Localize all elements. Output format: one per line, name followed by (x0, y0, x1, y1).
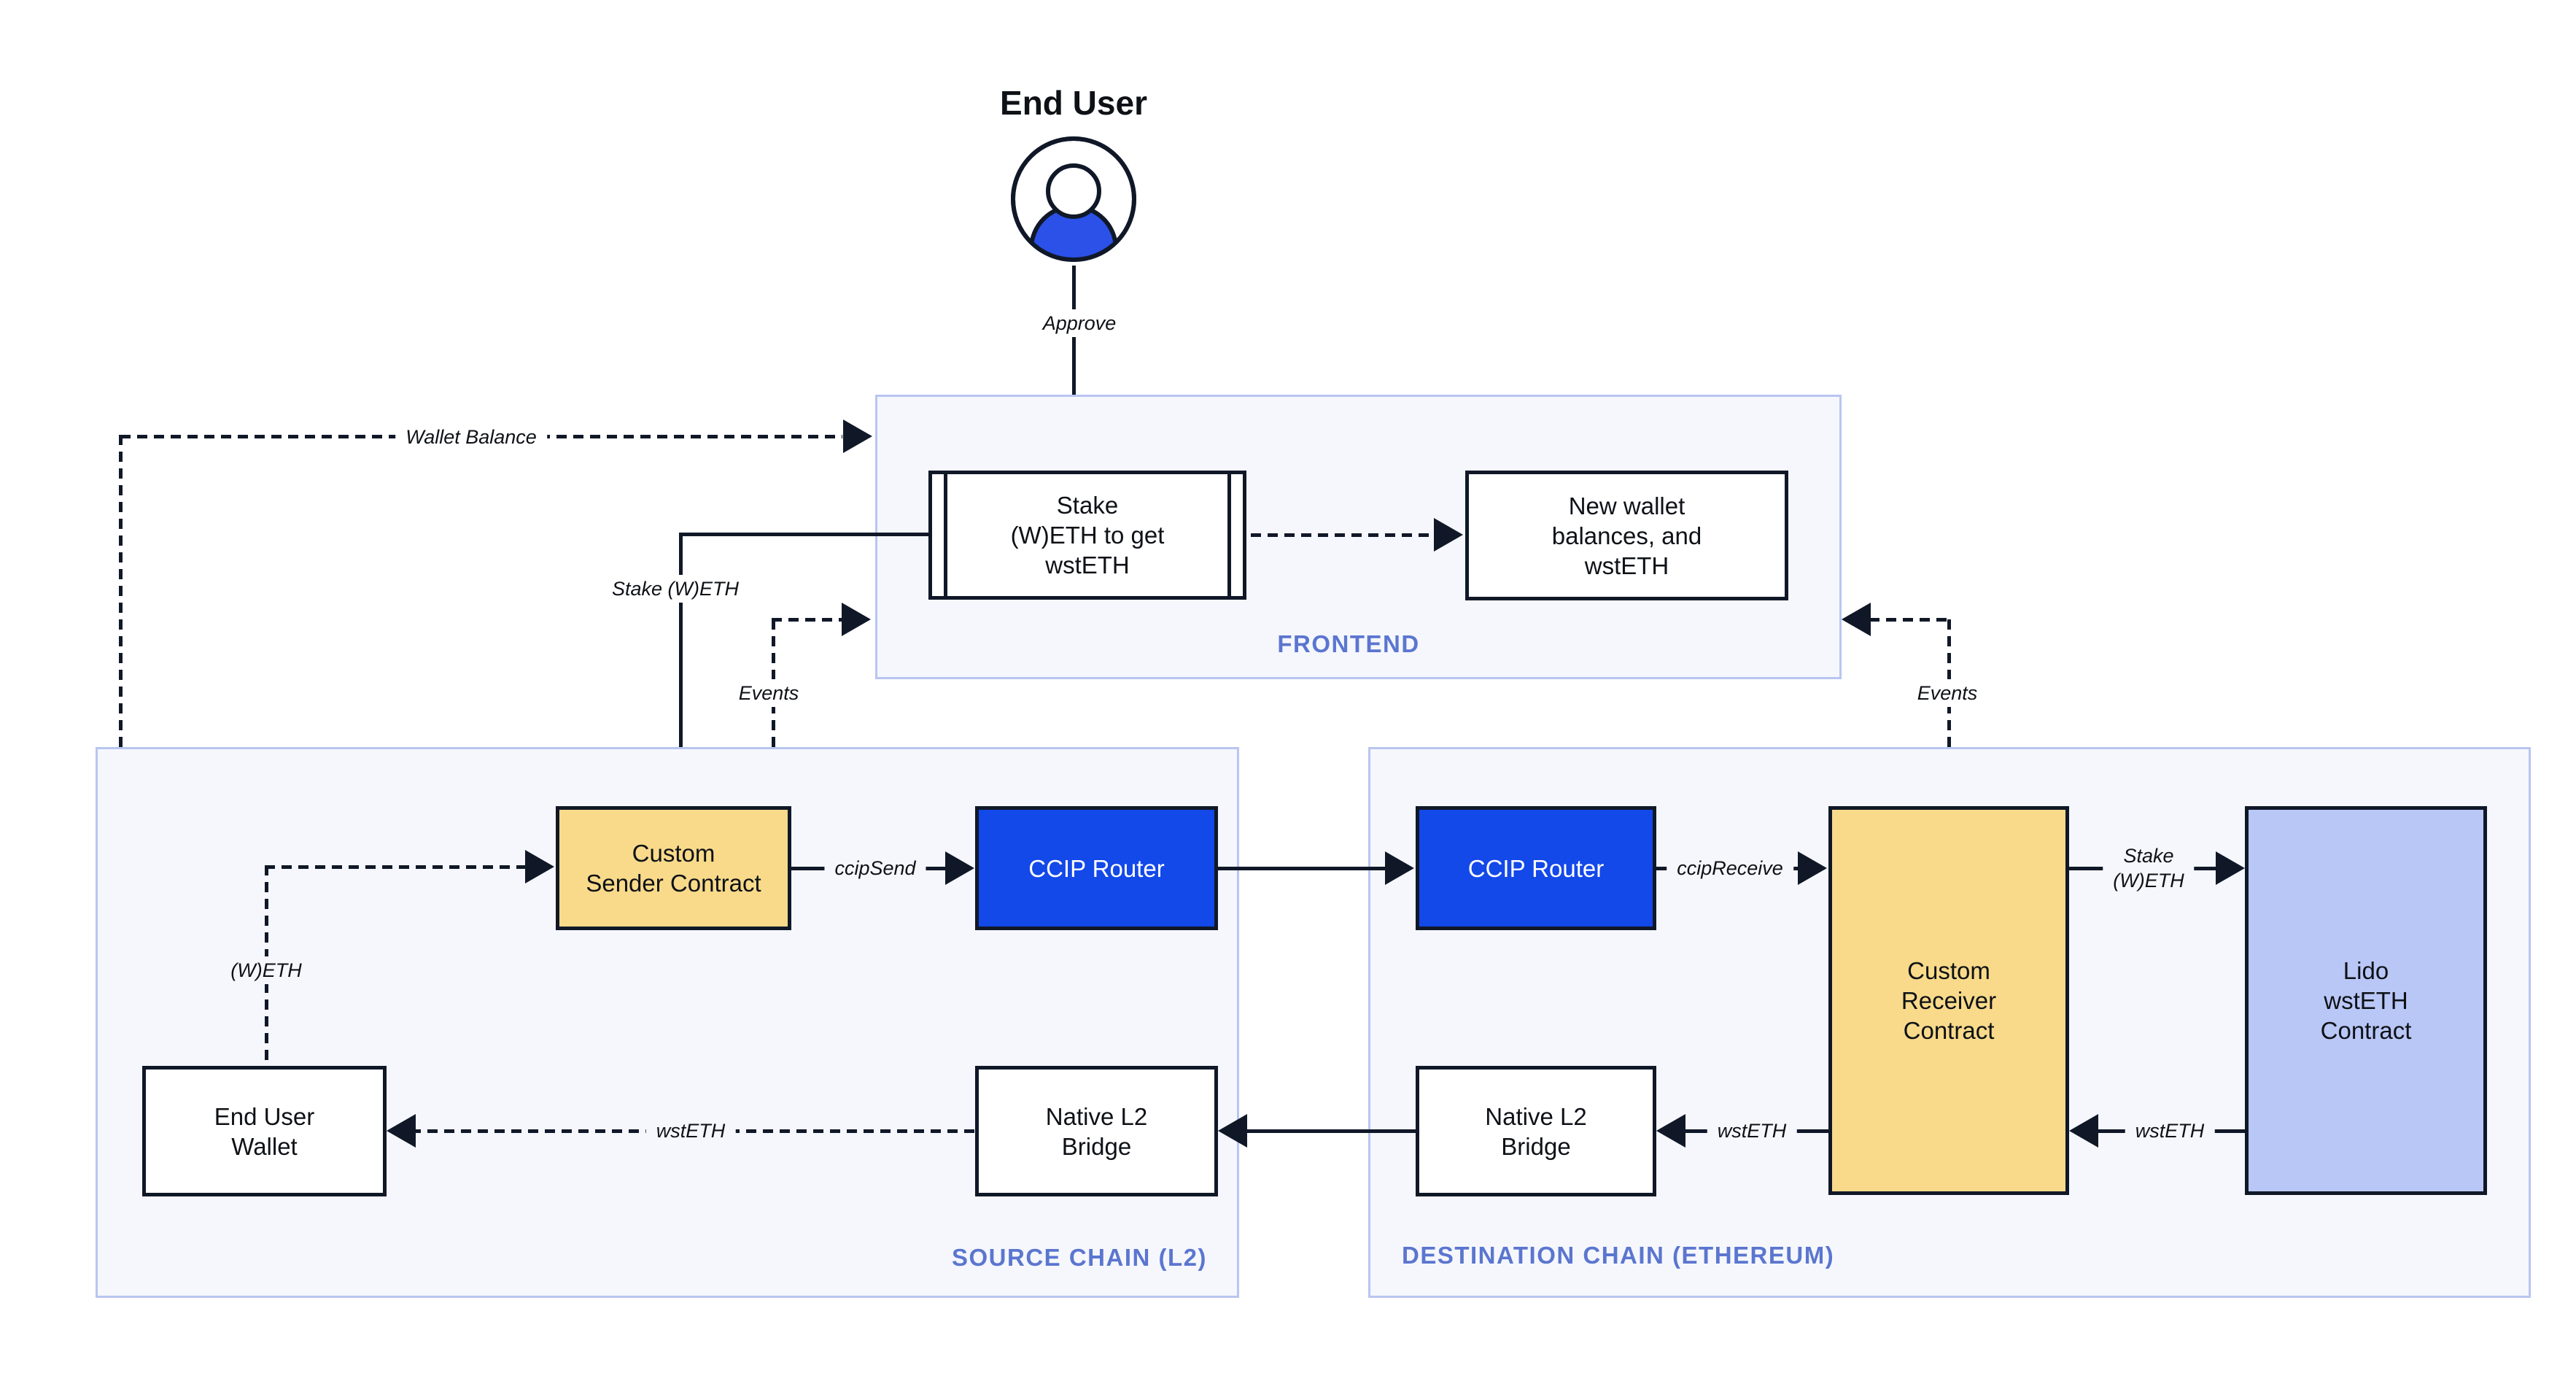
edge-stake-weth-dest-arrowhead (2216, 851, 2245, 885)
edge-ccip-receive-label: ccipReceive (1667, 854, 1793, 882)
edge-events-right-label: Events (1906, 679, 1988, 707)
edge-stake-weth-hline (680, 533, 928, 536)
box-stake-action: Stake (W)ETH to get wstETH (928, 471, 1246, 600)
edge-approve-label: Approve (1032, 309, 1127, 337)
edge-approve-line (1072, 266, 1076, 446)
edge-router-to-router-line (1218, 867, 1389, 870)
box-ccip-router-dest: CCIP Router (1416, 806, 1656, 930)
edge-stake-weth-dest-label: Stake (W)ETH (2103, 842, 2195, 894)
edge-weth-hline (265, 865, 527, 869)
edge-wsteth-lido-label: wstETH (2125, 1117, 2215, 1145)
edge-wallet-balance-label: Wallet Balance (395, 423, 547, 451)
edge-wsteth-bridge-label: wstETH (1707, 1117, 1797, 1145)
edge-events-left-label: Events (728, 679, 810, 707)
box-custom-receiver-contract: Custom Receiver Contract (1828, 806, 2069, 1195)
stake-box-right-bar (1227, 474, 1231, 596)
edge-ccip-receive-arrowhead (1798, 851, 1827, 885)
destination-chain-label: DESTINATION CHAIN (ETHEREUM) (1402, 1242, 1835, 1269)
edge-events-left-hline (772, 618, 845, 622)
box-custom-sender-contract: Custom Sender Contract (556, 806, 791, 930)
edge-ccip-send-label: ccipSend (824, 854, 926, 882)
edge-events-left-arrowhead (842, 603, 871, 636)
edge-wsteth-bridge-arrowhead (1656, 1114, 1685, 1148)
box-native-l2-bridge-source: Native L2 Bridge (975, 1066, 1218, 1196)
box-native-l2-bridge-dest: Native L2 Bridge (1416, 1066, 1656, 1196)
native-l2-bridge-dest-label: Native L2 Bridge (1485, 1102, 1587, 1160)
edge-stake-to-newwallet-arrowhead (1434, 518, 1463, 552)
source-chain-label: SOURCE CHAIN (L2) (951, 1244, 1208, 1271)
edge-events-left-vline (772, 619, 775, 806)
edge-bridge-to-bridge-line (1242, 1129, 1416, 1133)
user-avatar-icon (1011, 136, 1136, 262)
edge-stake-weth-vline (679, 533, 683, 781)
end-user-wallet-label: End User Wallet (214, 1102, 315, 1160)
lido-wsteth-label: Lido wstETH Contract (2320, 957, 2412, 1044)
edge-weth-label: (W)ETH (220, 956, 312, 984)
edge-wsteth-lido-arrowhead (2069, 1114, 2098, 1148)
ccip-router-source-label: CCIP Router (1028, 854, 1165, 882)
edge-bridge-to-bridge-arrowhead (1218, 1114, 1247, 1148)
native-l2-bridge-source-label: Native L2 Bridge (1045, 1102, 1148, 1160)
stake-box-left-bar (944, 474, 947, 596)
edge-wsteth-wallet-label: wstETH (645, 1117, 736, 1145)
custom-receiver-label: Custom Receiver Contract (1901, 957, 1997, 1044)
edge-events-right-hline (1869, 618, 1950, 622)
end-user-title: End User (1000, 84, 1147, 122)
edge-ccip-send-arrowhead (945, 851, 974, 885)
box-new-wallet-balances: New wallet balances, and wstETH (1465, 471, 1788, 600)
edge-wsteth-wallet-arrowhead (387, 1114, 416, 1148)
ccip-router-dest-label: CCIP Router (1467, 854, 1605, 882)
new-wallet-box-label: New wallet balances, and wstETH (1551, 492, 1702, 579)
box-ccip-router-source: CCIP Router (975, 806, 1218, 930)
edge-router-to-router-arrowhead (1385, 851, 1414, 885)
stake-box-label: Stake (W)ETH to get wstETH (1010, 492, 1165, 579)
box-lido-wsteth-contract: Lido wstETH Contract (2245, 806, 2487, 1195)
frontend-label: FRONTEND (1277, 630, 1420, 657)
box-end-user-wallet: End User Wallet (142, 1066, 387, 1196)
edge-events-right-arrowhead (1842, 603, 1871, 636)
edge-events-right-vline (1947, 619, 1951, 806)
edge-wallet-balance-arrowhead (843, 419, 872, 453)
custom-sender-label: Custom Sender Contract (586, 840, 761, 897)
edge-stake-to-newwallet-line (1251, 533, 1437, 537)
edge-weth-arrowhead (525, 850, 554, 883)
edge-stake-weth-label: Stake (W)ETH (601, 575, 750, 603)
